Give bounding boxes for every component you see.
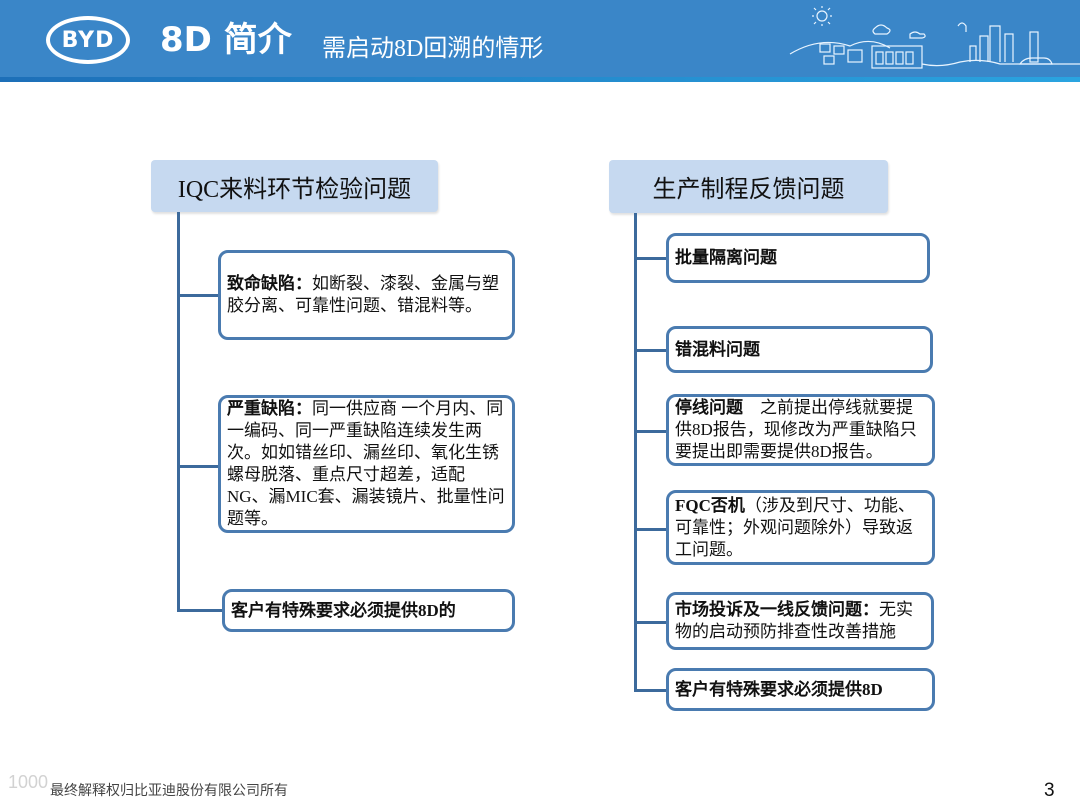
- customer-request-label-left: 客户有特殊要求必须提供8D的: [231, 600, 456, 620]
- batch-isolation-box: 批量隔离问题: [666, 233, 930, 283]
- right-branch-2: [634, 349, 668, 352]
- watermark: 1000: [8, 772, 49, 792]
- serious-defect-label: 严重缺陷：: [227, 399, 312, 418]
- left-branch-3: [177, 609, 223, 612]
- right-branch-1: [634, 257, 668, 260]
- right-branch-3: [634, 430, 668, 433]
- header-banner: BYD 8D 简介 需启动8D回溯的情形: [0, 0, 1080, 77]
- mixed-material-box: 错混料问题: [666, 326, 933, 373]
- serious-defect-box: 严重缺陷：同一供应商 一个月内、同一编码、同一严重缺陷连续发生两次。如如错丝印、…: [218, 395, 515, 533]
- production-heading-text: 生产制程反馈问题: [652, 177, 845, 203]
- fqc-reject-box: FQC否机（涉及到尺寸、功能、可靠性；外观问题除外）导致返工问题。: [666, 490, 935, 565]
- iqc-heading-text: IQC来料环节检验问题: [177, 176, 412, 203]
- market-complaint-label: 市场投诉及一线反馈问题：: [675, 600, 879, 619]
- mixed-material-label: 错混料问题: [675, 339, 760, 359]
- city-illustration-icon: [789, 6, 1080, 69]
- customer-request-box-left: 客户有特殊要求必须提供8D的: [222, 589, 515, 632]
- right-branch-5: [634, 621, 668, 624]
- fatal-defect-text: 如断裂、漆裂、金属与塑胶分离、可靠性问题、错混料等。: [227, 274, 499, 315]
- fatal-defect-box: 致命缺陷：如断裂、漆裂、金属与塑胶分离、可靠性问题、错混料等。: [218, 250, 515, 340]
- left-connector-line: [177, 212, 180, 612]
- production-heading: 生产制程反馈问题: [609, 160, 888, 213]
- left-branch-2: [177, 465, 219, 468]
- customer-request-box-right: 客户有特殊要求必须提供8D: [666, 668, 935, 711]
- byd-logo: BYD: [46, 16, 130, 64]
- header-accent-bar: [0, 77, 1080, 82]
- fqc-reject-text: （涉及到尺寸、功能、可靠性；外观问题除外）导致返工问题。: [675, 495, 915, 559]
- left-branch-1: [177, 294, 219, 297]
- market-complaint-box: 市场投诉及一线反馈问题：无实物的启动预防排查性改善措施: [666, 592, 934, 650]
- right-connector-line: [634, 213, 637, 691]
- fqc-reject-label: FQC否机: [675, 495, 745, 515]
- right-branch-4: [634, 528, 668, 531]
- line-stop-text: 之前提出停线就要提供8D报告，现修改为严重缺陷只要提出即需要提供8D报告。: [675, 398, 917, 461]
- iqc-heading: IQC来料环节检验问题: [151, 160, 438, 212]
- customer-request-label-right: 客户有特殊要求必须提供8D: [675, 679, 883, 699]
- serious-defect-text: 同一供应商 一个月内、同一编码、同一严重缺陷连续发生两次。如如错丝印、漏丝印、氧…: [227, 399, 505, 528]
- batch-isolation-label: 批量隔离问题: [675, 248, 777, 267]
- right-branch-6: [634, 689, 668, 692]
- page-title: 8D 简介: [160, 20, 292, 60]
- page-number: 3: [1044, 780, 1055, 801]
- market-complaint-text: 无实物的启动预防排查性改善措施: [675, 600, 913, 641]
- page-subtitle: 需启动8D回溯的情形: [322, 36, 544, 62]
- copyright-notice: 最终解释权归比亚迪股份有限公司所有: [50, 784, 288, 799]
- line-stop-label: 停线问题: [675, 398, 743, 417]
- logo-text: BYD: [61, 27, 115, 53]
- line-stop-box: 停线问题 之前提出停线就要提供8D报告，现修改为严重缺陷只要提出即需要提供8D报…: [666, 394, 935, 466]
- fatal-defect-label: 致命缺陷：: [227, 274, 312, 293]
